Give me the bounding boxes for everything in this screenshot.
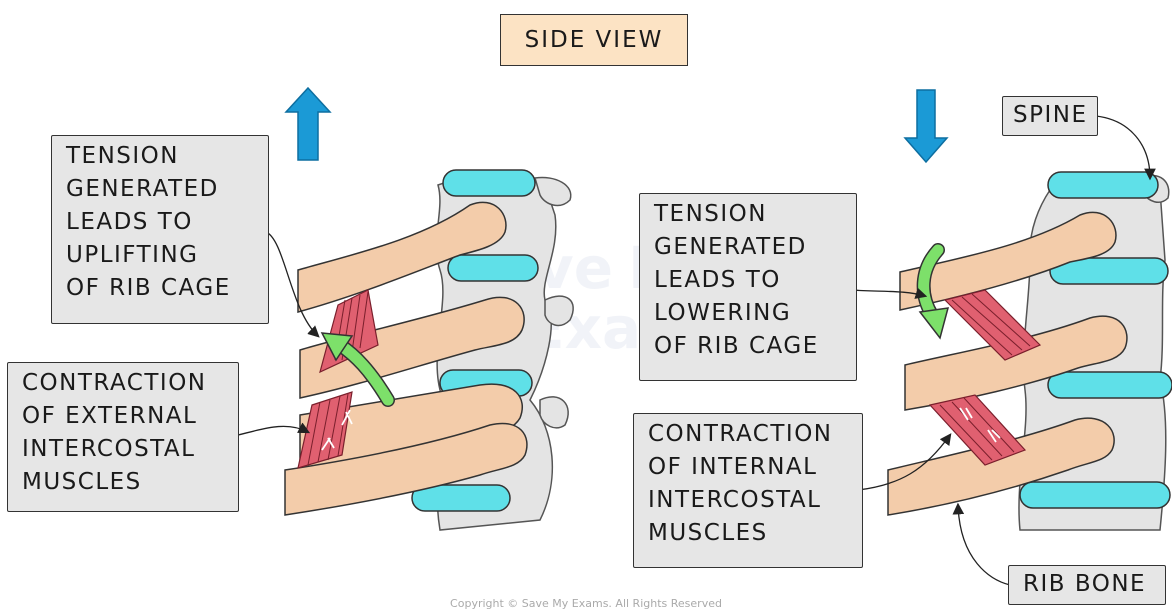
left-contraction-label: CONTRACTION OF EXTERNAL INTERCOSTAL MUSC…: [7, 362, 239, 512]
spine-label: SPINE: [1002, 96, 1098, 136]
right-disc-1: [1048, 172, 1158, 198]
arrow-down-icon: [905, 90, 947, 162]
left-spinous-process-mid: [545, 296, 573, 325]
right-disc-4: [1020, 482, 1170, 508]
arrow-up-icon: [286, 88, 330, 160]
right-contraction-label: CONTRACTION OF INTERNAL INTERCOSTAL MUSC…: [633, 413, 863, 568]
spine-connector: [1096, 116, 1150, 178]
left-contraction-connector: [234, 426, 308, 436]
rib-bone-connector: [958, 505, 1010, 585]
left-disc-2: [448, 255, 538, 281]
page-title: SIDE VIEW: [525, 27, 664, 53]
right-disc-3: [1048, 372, 1172, 398]
right-tension-label: TENSION GENERATED LEADS TO LOWERING OF R…: [639, 193, 857, 381]
copyright-notice: Copyright © Save My Exams. All Rights Re…: [0, 597, 1172, 610]
left-spinous-process-low: [540, 397, 568, 428]
title-box: SIDE VIEW: [500, 14, 688, 66]
left-tension-label: TENSION GENERATED LEADS TO UPLIFTING OF …: [51, 135, 269, 324]
left-disc-1: [443, 170, 535, 196]
